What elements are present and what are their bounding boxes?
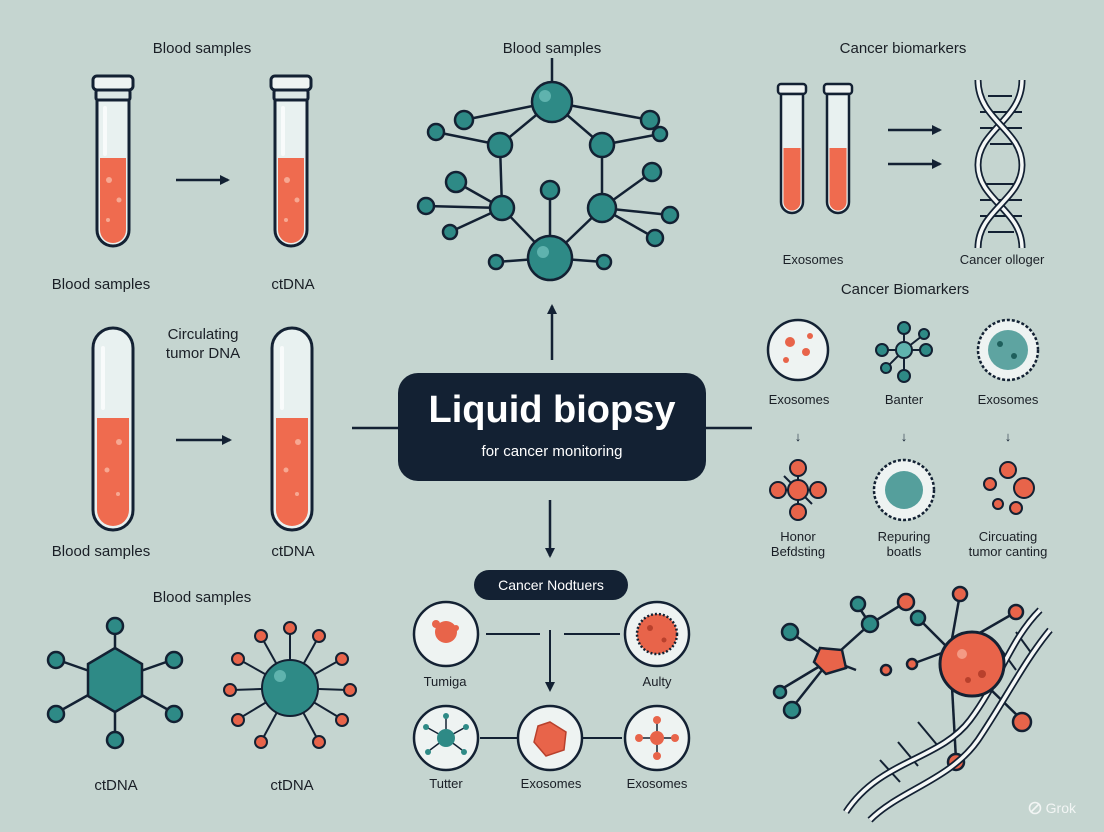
right-row2-c-line2: tumor canting <box>968 544 1048 559</box>
exosome-cell-1 <box>766 318 830 382</box>
svg-text:↓: ↓ <box>795 429 802 444</box>
tumor-molecule <box>769 459 827 521</box>
right-row2-a-line2: Befdsting <box>770 544 826 559</box>
watermark: Grok <box>1028 800 1076 816</box>
bottom-left-title: Blood samples <box>152 589 252 606</box>
bottom-left-mol1-label: ctDNA <box>94 777 138 794</box>
cancer-cell-large <box>938 630 1006 698</box>
right-row2-c-line1: Circuating <box>978 529 1038 544</box>
tube-blood-2 <box>91 326 135 532</box>
right-row1-b-label: Banter <box>884 392 924 407</box>
top-left-tube2-label: ctDNA <box>271 276 315 293</box>
top-right-title: Cancer biomarkers <box>839 40 967 57</box>
repairing-cell <box>872 458 936 522</box>
tumiga-cell <box>412 600 480 668</box>
exosome-cell-3 <box>516 704 584 772</box>
liquid-biopsy-box: Liquid biopsy for cancer monitoring <box>398 373 706 481</box>
svg-text:↓: ↓ <box>1005 429 1012 444</box>
watermark-text: Grok <box>1045 800 1076 816</box>
right-row1-a-label: Exosomes <box>768 392 830 407</box>
molecule-network <box>416 58 680 282</box>
small-tube-2 <box>822 82 854 215</box>
bottom-left-mol2-label: ctDNA <box>270 777 314 794</box>
center-title: Liquid biopsy <box>428 389 676 431</box>
right-row2-a-line1: Honor <box>780 529 816 544</box>
spiky-ctdna-molecule <box>223 621 357 749</box>
banter-molecule <box>875 321 933 383</box>
exosome-cell-4 <box>623 704 691 772</box>
dna-helix-bottom <box>843 607 1053 823</box>
mid-left-title-line2: tumor DNA <box>165 345 241 362</box>
right-row2-b-line1: Repuring <box>877 529 931 544</box>
tutter-cell <box>412 704 480 772</box>
dna-helix-top <box>974 79 1026 249</box>
bottom-center-row2-c-label: Exosomes <box>626 776 688 791</box>
small-tube-1 <box>776 82 808 215</box>
mid-left-tube1-label: Blood samples <box>51 543 151 560</box>
center-subtitle: for cancer monitoring <box>481 443 623 460</box>
right-row1-c-label: Exosomes <box>977 392 1039 407</box>
bottom-center-row2-b-label: Exosomes <box>520 776 582 791</box>
mid-left-tube2-label: ctDNA <box>271 543 315 560</box>
tube-blood-1 <box>91 74 135 248</box>
top-right-tubes-label: Exosomes <box>782 252 844 267</box>
svg-text:↓: ↓ <box>901 429 908 444</box>
grok-logo-icon <box>1028 801 1041 815</box>
mid-left-title-line1: Circulating <box>167 326 239 343</box>
tube-ctdna-1 <box>269 74 313 248</box>
bottom-right-molecules <box>772 585 1033 772</box>
cancer-pill-label: Cancer Nodtuers <box>474 570 628 600</box>
right-section-title: Cancer Biomarkers <box>840 281 970 298</box>
aulty-cell <box>623 600 691 668</box>
exosome-cell-2 <box>976 318 1040 382</box>
right-row2-b-line2: boatls <box>886 544 922 559</box>
top-left-title: Blood samples <box>152 40 252 57</box>
tube-ctdna-2 <box>270 326 314 532</box>
top-center-title: Blood samples <box>502 40 602 57</box>
top-right-dna-label: Cancer olloger <box>959 252 1045 267</box>
circulating-cluster <box>983 461 1035 515</box>
bottom-center-row1-a-label: Tumiga <box>423 674 467 689</box>
top-left-tube1-label: Blood samples <box>51 276 151 293</box>
hexagon-molecule <box>46 616 184 750</box>
bottom-center-row1-b-label: Aulty <box>642 674 672 689</box>
bottom-center-row2-a-label: Tutter <box>429 776 463 791</box>
